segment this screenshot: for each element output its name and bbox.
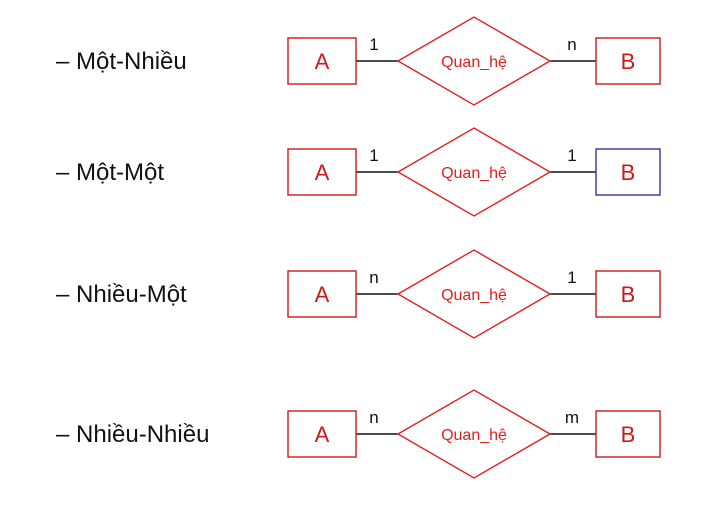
entity-box-left [287,148,357,196]
entity-box-left [287,37,357,85]
entity-box-right [595,37,661,85]
cardinality-left: n [369,408,378,427]
row-label: – Một-Một [56,159,164,186]
row-label: – Nhiều-Một [56,281,187,308]
row-label: – Nhiều-Nhiều [56,421,209,448]
relationship-diamond [396,16,552,106]
cardinality-right: 1 [567,268,576,287]
entity-label-left: A [315,422,330,447]
entity-box-left [287,270,357,318]
entity-label-right: B [621,49,636,74]
entity-box-left [287,410,357,458]
row-label: – Một-Nhiều [56,48,187,75]
entity-box-right [595,148,661,196]
cardinality-right: m [565,408,579,427]
entity-label-right: B [621,282,636,307]
cardinality-left: 1 [369,35,378,54]
cardinality-right: 1 [567,146,576,165]
entity-box-right [595,270,661,318]
entity-label-left: A [315,49,330,74]
entity-label-right: B [621,160,636,185]
cardinality-right: n [567,35,576,54]
relationship-diamond [396,127,552,217]
entity-label-left: A [315,282,330,307]
entity-label-left: A [315,160,330,185]
relationship-label: Quan_hệ [441,287,507,304]
entity-box-right [595,410,661,458]
relationship-label: Quan_hệ [441,165,507,182]
entity-label-right: B [621,422,636,447]
relationship-label: Quan_hệ [441,427,507,444]
cardinality-left: 1 [369,146,378,165]
cardinality-left: n [369,268,378,287]
relationship-diamond [396,389,552,479]
relationship-label: Quan_hệ [441,54,507,71]
relationship-diamond [396,249,552,339]
